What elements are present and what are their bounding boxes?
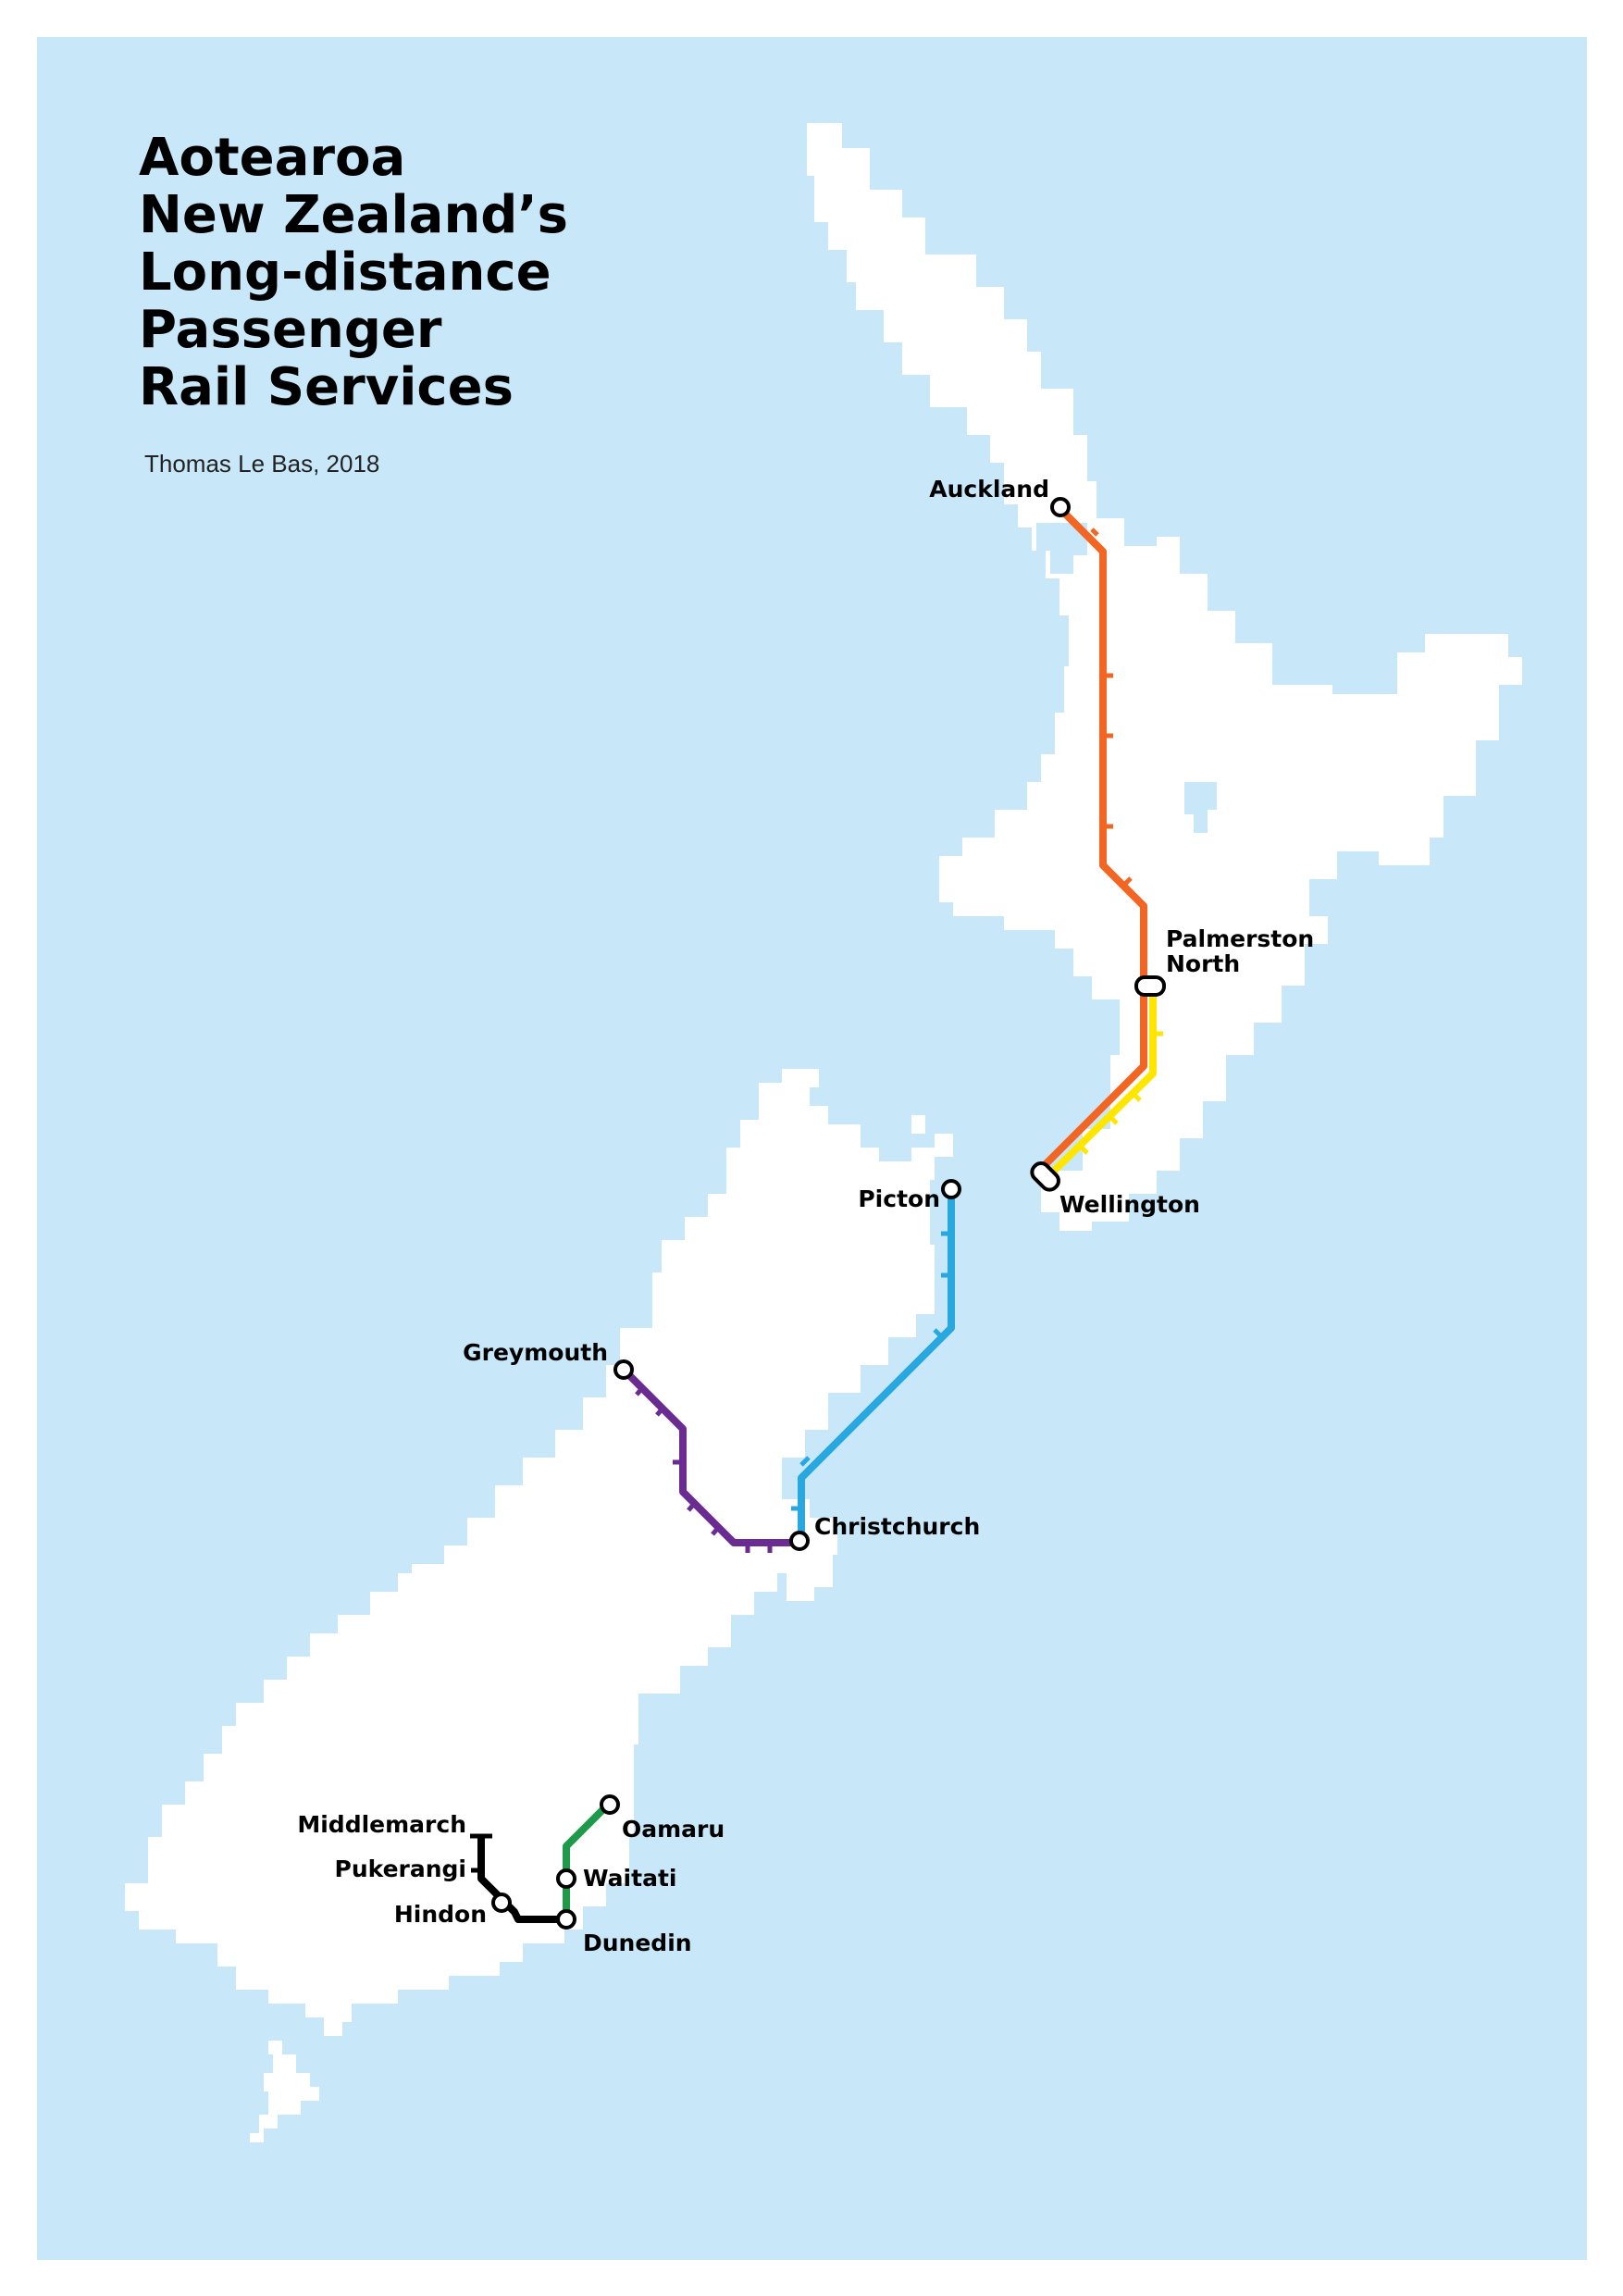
label-picton: Picton bbox=[858, 1185, 940, 1212]
stewart-island bbox=[250, 2041, 319, 2142]
marlborough-sounds bbox=[911, 1115, 925, 1134]
station-waitati bbox=[556, 1868, 576, 1889]
label-christchurch: Christchurch bbox=[814, 1513, 980, 1540]
author-credit: Thomas Le Bas, 2018 bbox=[144, 450, 380, 478]
station-oamaru bbox=[600, 1794, 620, 1815]
map-title: Aotearoa New Zealand’s Long-distance Pas… bbox=[139, 130, 568, 416]
lake-taupo bbox=[1184, 782, 1217, 833]
banks-peninsula bbox=[787, 1545, 833, 1601]
north-island bbox=[807, 123, 1522, 1231]
title-line: Long-distance bbox=[139, 242, 551, 303]
route-seasider bbox=[563, 1802, 611, 1916]
station-hindon bbox=[491, 1893, 512, 1913]
stop-ticks bbox=[471, 527, 1163, 1873]
station-christchurch bbox=[789, 1531, 810, 1551]
label-dunedin: Dunedin bbox=[583, 1930, 692, 1956]
title-line: New Zealand’s bbox=[139, 185, 568, 245]
title-line: Rail Services bbox=[139, 357, 514, 417]
station-labels: Auckland Palmerston North Wellington Pic… bbox=[297, 476, 1314, 1956]
label-auckland: Auckland bbox=[929, 476, 1049, 503]
station-auckland bbox=[1050, 497, 1071, 517]
station-dunedin bbox=[556, 1909, 576, 1930]
stations bbox=[491, 497, 1166, 1930]
label-palmerston-north-1: Palmerston bbox=[1166, 925, 1314, 952]
station-greymouth bbox=[613, 1359, 634, 1380]
label-palmerston-north-2: North bbox=[1166, 950, 1240, 977]
station-picton bbox=[941, 1179, 961, 1199]
label-middlemarch: Middlemarch bbox=[297, 1811, 466, 1838]
title-line: Aotearoa bbox=[139, 128, 406, 188]
route-capital-connection bbox=[1041, 992, 1157, 1184]
hauraki-gulf bbox=[1036, 523, 1087, 574]
south-island bbox=[125, 1069, 953, 2036]
title-line: Passenger bbox=[139, 300, 442, 360]
station-wellington bbox=[1030, 1161, 1060, 1192]
label-wellington: Wellington bbox=[1059, 1191, 1200, 1218]
label-pukerangi: Pukerangi bbox=[335, 1855, 467, 1882]
label-oamaru: Oamaru bbox=[622, 1816, 725, 1843]
label-greymouth: Greymouth bbox=[463, 1339, 608, 1366]
label-hindon: Hindon bbox=[394, 1901, 487, 1928]
station-palmerston-north bbox=[1134, 975, 1166, 997]
label-waitati: Waitati bbox=[583, 1865, 676, 1892]
